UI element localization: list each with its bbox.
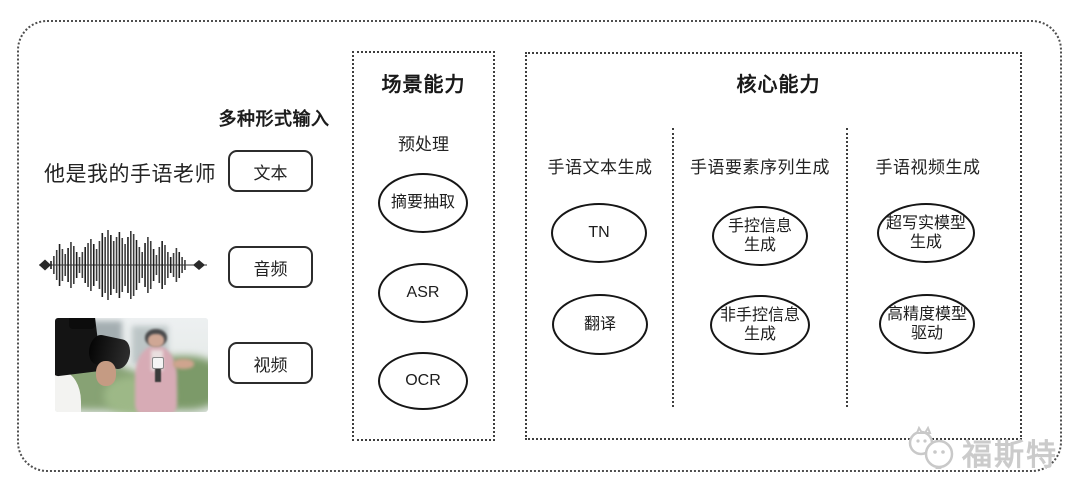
input-type-audio-label: 音频 (253, 259, 288, 279)
column-header-sl-elements: 手语要素序列生成 (690, 158, 830, 177)
node-tn: TN (551, 203, 647, 263)
input-type-video-label: 视频 (253, 355, 288, 375)
core-capability-panel (525, 52, 1022, 440)
column-divider (846, 128, 848, 407)
watermark-brand-text: 福斯特 (962, 439, 1058, 472)
input-type-text-box: 文本 (228, 150, 313, 192)
watermark-logo-icon (908, 426, 954, 469)
node-asr: ASR (378, 263, 468, 323)
photo-microphone-handle (155, 366, 161, 382)
sample-sentence-text: 他是我的手语老师 (44, 163, 216, 186)
input-type-text-label: 文本 (253, 163, 288, 183)
column-divider (672, 128, 674, 407)
reporter-video-thumbnail (55, 318, 208, 412)
photo-reporter-face (148, 333, 164, 348)
column-header-sl-text: 手语文本生成 (547, 158, 653, 177)
node-ocr: OCR (378, 352, 468, 410)
photo-reporter-arm (172, 359, 195, 369)
input-type-audio-box: 音频 (228, 246, 313, 288)
input-type-video-box: 视频 (228, 342, 313, 384)
photo-microphone (152, 356, 164, 369)
column-header-sl-video: 手语视频生成 (875, 158, 981, 177)
outer-frame (17, 20, 1062, 472)
input-group-label: 多种形式输入 (218, 109, 330, 129)
audio-waveform-icon (39, 230, 207, 300)
preprocess-label: 预处理 (398, 135, 449, 154)
photo-cameraman-hand (96, 361, 117, 386)
node-summary-extraction: 摘要抽取 (378, 173, 468, 233)
node-non-manual-info-generation: 非手控信息 生成 (710, 295, 810, 355)
node-hyperrealistic-model-generation: 超写实模型 生成 (877, 203, 975, 263)
photo-camera-top (68, 318, 95, 330)
node-high-precision-model-drive: 高精度模型 驱动 (879, 294, 975, 354)
scene-panel-title: 场景能力 (381, 74, 466, 96)
node-manual-info-generation: 手控信息 生成 (712, 206, 808, 266)
scene-capability-panel (352, 51, 495, 441)
node-translate: 翻译 (552, 294, 648, 355)
core-panel-title: 核心能力 (736, 74, 821, 96)
